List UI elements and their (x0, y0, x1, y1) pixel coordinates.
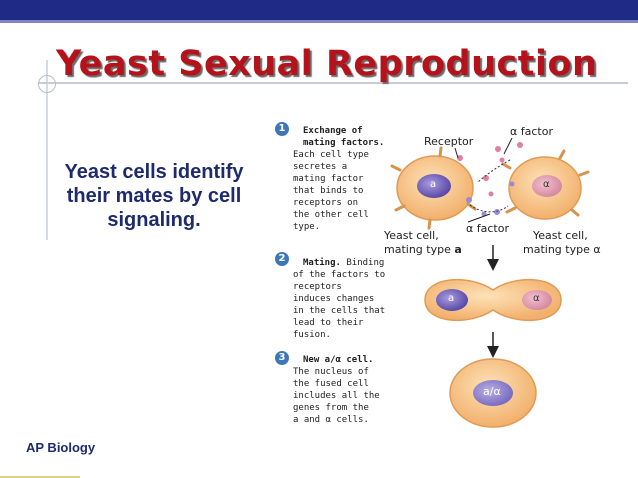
yeast-cell-a (390, 146, 477, 230)
step-2-line: in the cells that (293, 306, 386, 316)
footer-accent-line (0, 476, 80, 478)
bullet-line-3: signaling. (107, 209, 201, 231)
receptor-label: Receptor (424, 135, 474, 148)
footer-label: AP Biology (26, 440, 96, 455)
step-1-line: secretes a (293, 162, 348, 172)
new-a-alpha-cell (449, 358, 537, 428)
step-1-line: Each cell type (293, 150, 369, 160)
crosshair-ornament (38, 75, 56, 93)
step-3-text: New a/α cell. The nucleus of the fused c… (293, 354, 393, 426)
step-1-line: receptors on (293, 198, 359, 208)
step-2-heading: Mating. (303, 258, 341, 268)
mating-factor-molecules (457, 142, 523, 217)
factor-path-a (469, 204, 509, 213)
alpha-factor-mid-label: α factor (466, 222, 509, 235)
step-2-line: receptors (293, 282, 342, 292)
cell-alpha-caption-line-1: Yeast cell, (533, 229, 588, 242)
fusing-cells (424, 278, 562, 322)
cell-a-caption-type: a (454, 243, 462, 256)
step-2-line: of the factors to (293, 270, 386, 280)
factor-path-alpha (477, 159, 511, 183)
cell-a-caption-line-1: Yeast cell, (384, 229, 439, 242)
nucleus-alpha-label: α (543, 179, 550, 190)
slide-bullet-text: Yeast cells identify their mates by cell… (44, 160, 264, 232)
step-3-line: the fused cell (293, 379, 369, 389)
title-underline-rule (38, 82, 628, 84)
top-banner (0, 0, 638, 20)
alpha-factor-top-label: α factor (510, 125, 553, 138)
step-1-line: mating factor (293, 174, 364, 184)
step-1-line: the other cell (293, 210, 369, 220)
step-3-heading: New a/α cell. (303, 355, 374, 365)
left-vertical-rule (46, 60, 48, 240)
step-1-line: that binds to (293, 186, 364, 196)
cell-alpha-caption-line-2: mating type α (523, 243, 601, 256)
step-2-line: fusion. (293, 330, 331, 340)
step-1-heading-2: mating factors. (303, 138, 385, 148)
alpha-factor-mid-pointer (467, 213, 491, 223)
top-banner-stripe (0, 20, 638, 23)
step-3-line: a and α cells. (293, 415, 369, 425)
step-1-number: 1 (275, 122, 289, 136)
new-cell-nucleus-label: a/α (483, 385, 501, 398)
step-1-heading-1: Exchange of (303, 126, 363, 136)
bullet-line-2: their mates by cell (66, 185, 242, 207)
step-2-line: induces changes (293, 294, 375, 304)
yeast-cell-alpha (501, 149, 590, 220)
fused-nucleus-alpha-label: α (533, 293, 540, 304)
bullet-line-1: Yeast cells identify (64, 161, 244, 183)
cell-a-caption-text: mating type (384, 243, 451, 256)
nucleus-alpha-shape (532, 175, 562, 197)
nucleus-a-label: a (430, 179, 437, 190)
step-3-line: The nucleus of (293, 367, 369, 377)
step-2-line: lead to their (293, 318, 364, 328)
receptor-pointer (454, 147, 459, 159)
alpha-factor-pointer (503, 137, 513, 155)
cell-a-caption-line-2: mating type a (384, 243, 462, 256)
nucleus-a-shape (417, 174, 451, 198)
step-3-line: genes from the (293, 403, 369, 413)
step-2-text: Mating. Binding of the factors to recept… (293, 257, 393, 341)
step-1-line: type. (293, 222, 321, 232)
step-3-line: includes all the (293, 391, 380, 401)
step-2-number: 2 (275, 252, 289, 266)
step-1-text: Exchange of mating factors. Each cell ty… (293, 125, 393, 233)
step-2-line-first: Binding (346, 258, 385, 268)
slide-title: Yeast Sexual Reproduction (56, 44, 598, 84)
step-3-number: 3 (275, 351, 289, 365)
fused-nucleus-a-label: a (448, 293, 455, 304)
